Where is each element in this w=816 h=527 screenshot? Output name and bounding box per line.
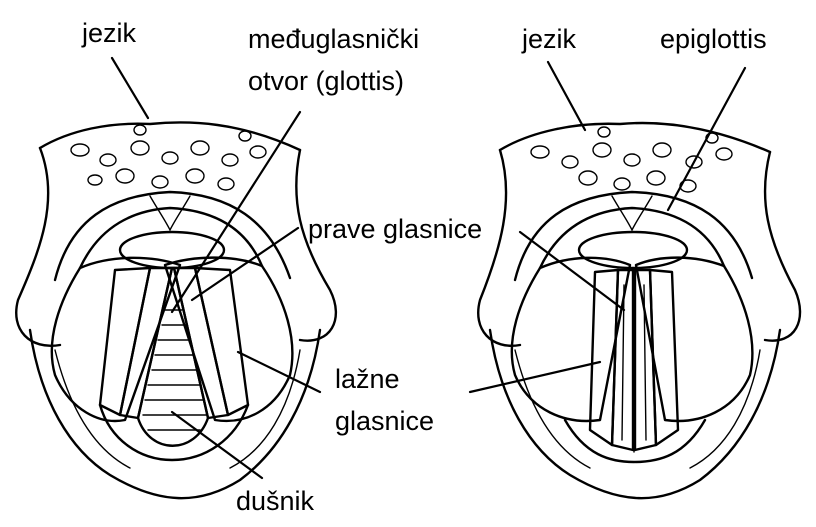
leader-trachea xyxy=(172,412,262,478)
label-tongue-left: jezik xyxy=(81,18,137,48)
leader-false-cords-left xyxy=(238,352,320,392)
label-false-cords-line1: lažne xyxy=(335,364,400,394)
tongue-tissue-right xyxy=(500,123,770,192)
label-glottis-line1: međuglasnički xyxy=(248,24,419,54)
label-epiglottis: epiglottis xyxy=(660,24,767,54)
leader-tongue-right xyxy=(548,62,585,130)
epiglottis-tubercle-right xyxy=(579,232,687,268)
larynx-closed-view xyxy=(478,123,800,498)
label-false-cords-line2: glasnice xyxy=(335,406,434,436)
larynx-open-view xyxy=(16,122,336,498)
label-glottis-line2: otvor (glottis) xyxy=(248,66,404,96)
label-tongue-right: jezik xyxy=(521,24,577,54)
trachea-rings xyxy=(143,310,206,430)
label-true-cords: prave glasnice xyxy=(308,214,482,244)
label-trachea: dušnik xyxy=(236,486,315,516)
leader-glottis xyxy=(172,112,300,312)
leader-tongue-left xyxy=(112,58,148,118)
tongue-tissue-left xyxy=(40,122,300,190)
leader-false-cords-right xyxy=(470,362,600,392)
